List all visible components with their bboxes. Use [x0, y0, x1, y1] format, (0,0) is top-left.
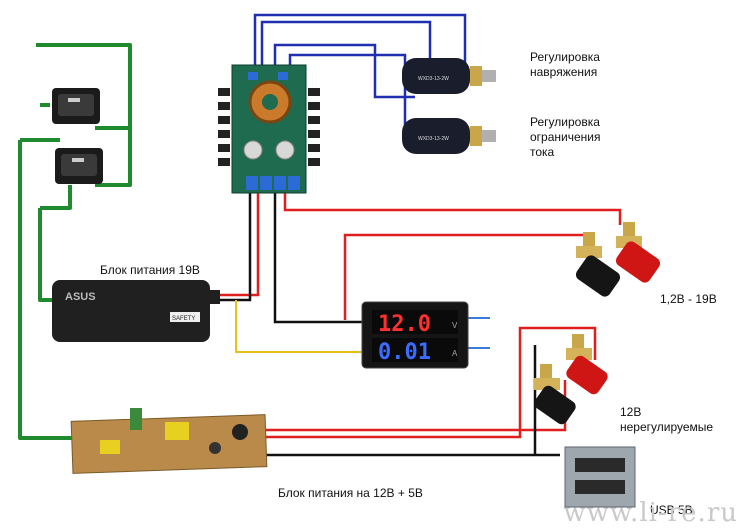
- potentiometer-current[interactable]: WXD3-13-2W: [402, 118, 496, 154]
- watermark-logo: www.li-re.ru: [563, 498, 738, 528]
- label-unregulated-12v: 12В нерегулируемые: [620, 405, 714, 434]
- heatsink-fins: [218, 88, 320, 166]
- meter-unit-v: V: [452, 321, 458, 330]
- meter-current-reading: 0.01: [378, 340, 431, 365]
- potentiometer-voltage[interactable]: WXD3-13-2W: [402, 58, 496, 94]
- capacitor-icon: [275, 140, 295, 160]
- label-current-limit: Регулировка ограничения тока: [530, 115, 601, 159]
- green-wires: [18, 43, 132, 440]
- adapter-brand: ASUS: [65, 291, 96, 303]
- meter-voltage-reading: 12.0: [378, 312, 431, 337]
- meter-unit-a: A: [452, 349, 458, 358]
- volt-ampere-meter: 12.0 0.01 V A: [361, 301, 469, 369]
- binding-post-black-top[interactable]: [574, 232, 623, 299]
- asus-power-adapter: ASUS SAFETY: [52, 280, 220, 342]
- pot-marking: WXD3-13-2W: [418, 136, 449, 142]
- pot-marking: WXD3-13-2W: [418, 76, 449, 82]
- label-voltage-regulation: Регулировка навряжения: [530, 50, 600, 79]
- label-range-out: 1,2В - 19В: [660, 292, 717, 306]
- buck-converter-module: [218, 64, 320, 194]
- light-blue-wires: [468, 317, 490, 349]
- binding-post-red-bottom[interactable]: [564, 334, 610, 397]
- capacitor-icon: [243, 140, 263, 160]
- label-psu-19v: Блок питания 19В: [100, 263, 200, 277]
- binding-post-red-top[interactable]: [614, 222, 663, 285]
- yellow-wire: [235, 300, 362, 353]
- label-usb-5v: USB 5В: [650, 503, 693, 517]
- rocker-switch-top[interactable]: [52, 88, 100, 124]
- rocker-switch-bottom[interactable]: [55, 148, 103, 184]
- binding-post-black-bottom[interactable]: [532, 364, 578, 427]
- label-psu-12v-5v: Блок питания на 12В + 5В: [278, 486, 423, 500]
- adapter-marking: SAFETY: [172, 316, 195, 322]
- psu-board-12v-5v: [70, 408, 268, 474]
- usb-dual-port[interactable]: [564, 446, 636, 508]
- screw-terminals: [246, 176, 300, 190]
- black-wires: [215, 190, 560, 457]
